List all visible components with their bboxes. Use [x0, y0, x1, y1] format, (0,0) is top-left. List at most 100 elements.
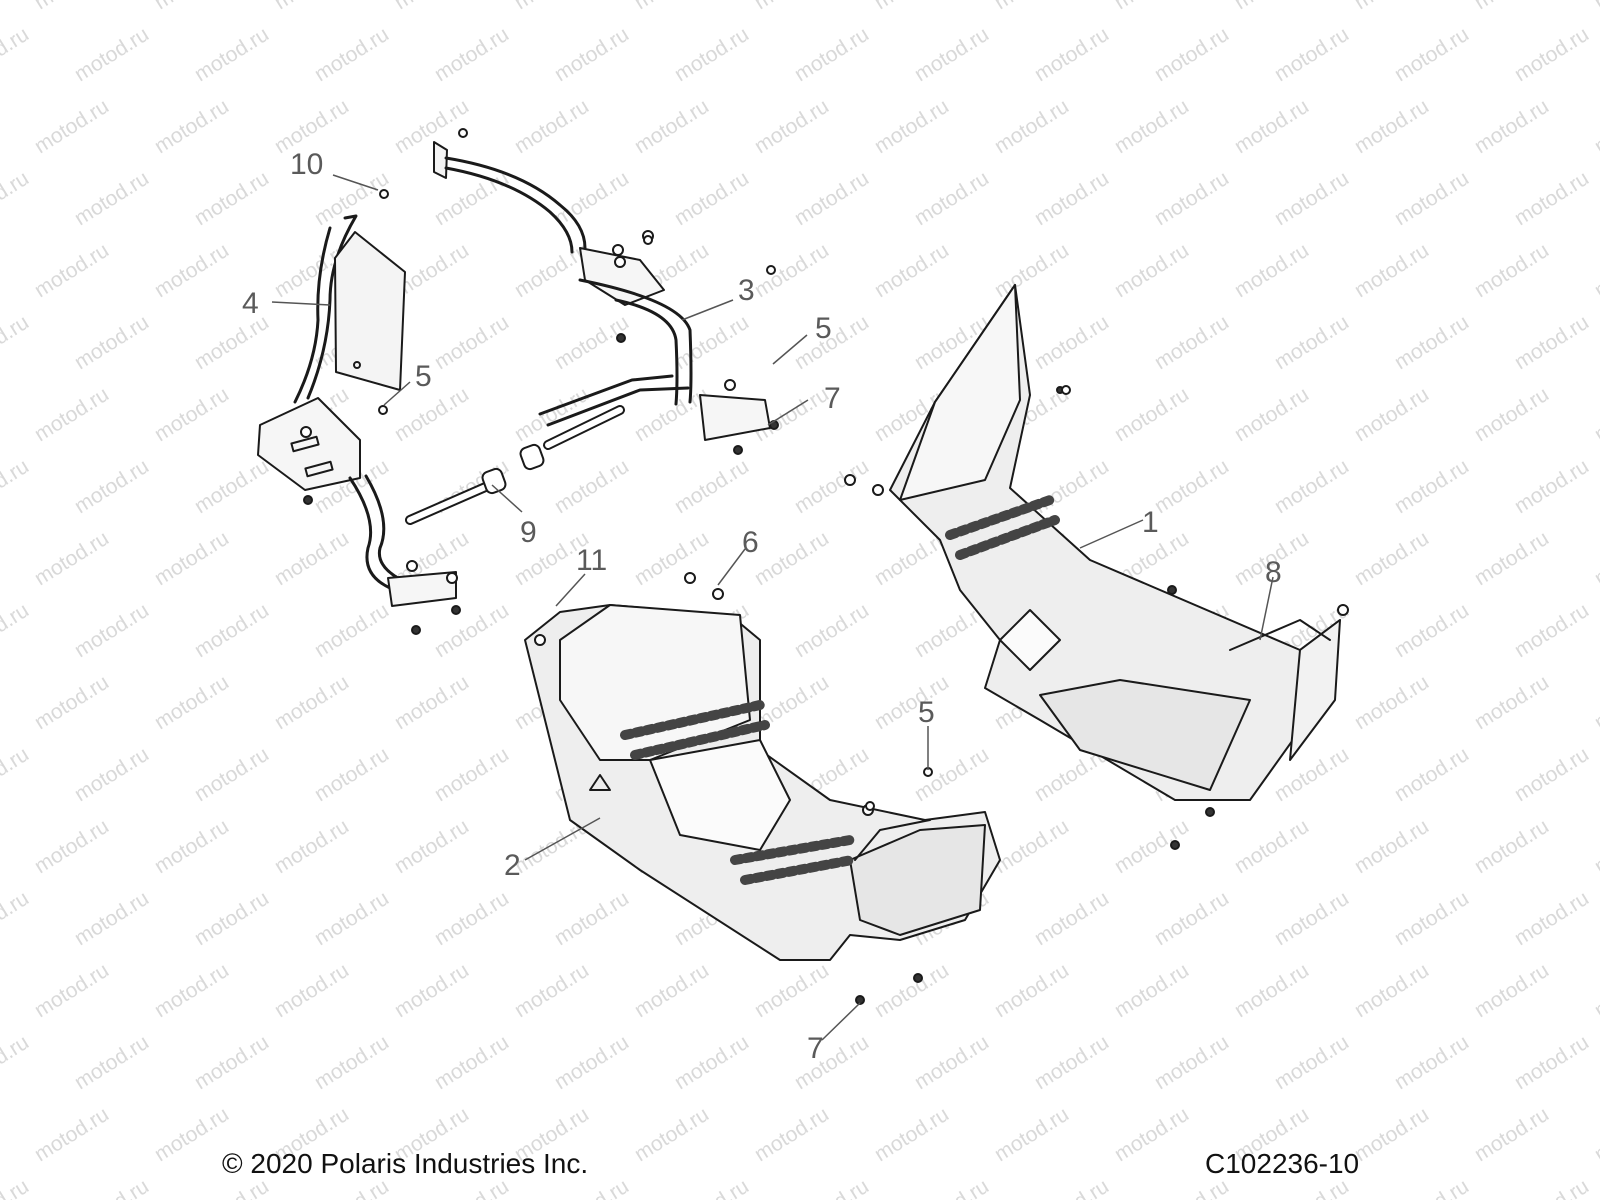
watermark-text: motod.ru — [1150, 23, 1232, 86]
watermark-text: motod.ru — [990, 239, 1072, 302]
watermark-text: motod.ru — [1510, 887, 1592, 950]
watermark-text: motod.ru — [790, 1175, 872, 1200]
watermark-text: motod.ru — [1470, 527, 1552, 590]
watermark-text: motod.ru — [70, 455, 152, 518]
watermark-text: motod.ru — [990, 959, 1072, 1022]
watermark-text: motod.ru — [0, 743, 33, 806]
callout-9: 9 — [520, 516, 537, 549]
callout-10: 10 — [290, 148, 323, 181]
watermark-text: motod.ru — [70, 23, 152, 86]
watermark-text: motod.ru — [630, 1103, 712, 1166]
callout-5-upper-right: 5 — [815, 312, 832, 345]
watermark-text: motod.ru — [1230, 239, 1312, 302]
watermark-text: motod.ru — [190, 887, 272, 950]
watermark-text: motod.ru — [70, 599, 152, 662]
watermark-text: motod.ru — [870, 95, 952, 158]
watermark-text: motod.ru — [1590, 527, 1600, 590]
callout-1: 1 — [1142, 506, 1159, 539]
watermark-text: motod.ru — [1110, 383, 1192, 446]
watermark-text: motod.ru — [1510, 599, 1592, 662]
watermark-text: motod.ru — [750, 0, 832, 14]
watermark-text: motod.ru — [510, 959, 592, 1022]
watermark-text: motod.ru — [910, 167, 992, 230]
watermark-text: motod.ru — [1390, 1031, 1472, 1094]
watermark-text: motod.ru — [150, 671, 232, 734]
callout-7-upper: 7 — [824, 382, 841, 415]
watermark-text: motod.ru — [990, 1103, 1072, 1166]
watermark-text: motod.ru — [310, 1031, 392, 1094]
leader-lines — [271, 174, 1274, 1041]
watermark-text: motod.ru — [750, 239, 832, 302]
watermark-text: motod.ru — [1470, 959, 1552, 1022]
watermark-text: motod.ru — [0, 1175, 33, 1200]
watermark-text: motod.ru — [190, 311, 272, 374]
watermark-text: motod.ru — [1590, 239, 1600, 302]
watermark-text: motod.ru — [1030, 887, 1112, 950]
watermark-text: motod.ru — [390, 671, 472, 734]
watermark-text: motod.ru — [1510, 1175, 1592, 1200]
watermark-text: motod.ru — [390, 0, 472, 14]
watermark-text: motod.ru — [1590, 383, 1600, 446]
watermark-text: motod.ru — [70, 1175, 152, 1200]
watermark-text: motod.ru — [1590, 815, 1600, 878]
watermark-text: motod.ru — [1390, 887, 1472, 950]
watermark-text: motod.ru — [1590, 671, 1600, 734]
watermark-text: motod.ru — [150, 0, 232, 14]
figure-number: C102236-10 — [1205, 1148, 1360, 1179]
watermark-text: motod.ru — [1590, 95, 1600, 158]
watermark-text: motod.ru — [1230, 0, 1312, 14]
watermark-text: motod.ru — [1230, 959, 1312, 1022]
watermark-text: motod.ru — [1350, 95, 1432, 158]
watermark-text: motod.ru — [1470, 95, 1552, 158]
watermark-text: motod.ru — [430, 23, 512, 86]
watermark-text: motod.ru — [1390, 167, 1472, 230]
watermark-text: motod.ru — [1030, 311, 1112, 374]
watermark-text: motod.ru — [30, 95, 112, 158]
watermark-text: motod.ru — [190, 743, 272, 806]
watermark-text: motod.ru — [550, 455, 632, 518]
watermark-text: motod.ru — [630, 383, 712, 446]
watermark-text: motod.ru — [0, 23, 33, 86]
callout-5-lower: 5 — [918, 696, 935, 729]
watermark-text: motod.ru — [1470, 815, 1552, 878]
watermark-text: motod.ru — [30, 383, 112, 446]
watermark-text: motod.ru — [0, 599, 33, 662]
copyright-notice: © 2020 Polaris Industries Inc. — [222, 1148, 589, 1179]
callout-6: 6 — [742, 526, 759, 559]
watermark-text: motod.ru — [1390, 1175, 1472, 1200]
watermark-text: motod.ru — [1590, 0, 1600, 14]
spacer-tubes — [405, 405, 625, 525]
watermark-text: motod.ru — [1270, 167, 1352, 230]
watermark-text: motod.ru — [1510, 1031, 1592, 1094]
watermark-text: motod.ru — [790, 167, 872, 230]
watermark-text: motod.ru — [1350, 1103, 1432, 1166]
watermark-text: motod.ru — [30, 527, 112, 590]
watermark-text: motod.ru — [910, 743, 992, 806]
watermark-text: motod.ru — [270, 527, 352, 590]
watermark-text: motod.ru — [430, 1031, 512, 1094]
watermark-text: motod.ru — [1150, 455, 1232, 518]
watermark-text: motod.ru — [870, 959, 952, 1022]
watermark-text: motod.ru — [1110, 1103, 1192, 1166]
watermark-text: motod.ru — [0, 167, 33, 230]
watermark-text: motod.ru — [630, 0, 712, 14]
watermark-text: motod.ru — [1350, 815, 1432, 878]
watermark-text: motod.ru — [1110, 959, 1192, 1022]
watermark-text: motod.ru — [1030, 455, 1112, 518]
watermark-text: motod.ru — [70, 311, 152, 374]
watermark-text: motod.ru — [190, 167, 272, 230]
watermark-text: motod.ru — [310, 599, 392, 662]
watermark-text: motod.ru — [1390, 311, 1472, 374]
watermark-text: motod.ru — [390, 383, 472, 446]
watermark-text: motod.ru — [1590, 1103, 1600, 1166]
watermark-text: motod.ru — [0, 1031, 33, 1094]
watermark-text: motod.ru — [1110, 0, 1192, 14]
watermark-text: motod.ru — [30, 239, 112, 302]
watermark-text: motod.ru — [0, 311, 33, 374]
watermark-text: motod.ru — [550, 167, 632, 230]
watermark-text: motod.ru — [790, 1031, 872, 1094]
callout-2: 2 — [504, 849, 521, 882]
watermark-text: motod.ru — [270, 959, 352, 1022]
watermark-text: motod.ru — [430, 599, 512, 662]
